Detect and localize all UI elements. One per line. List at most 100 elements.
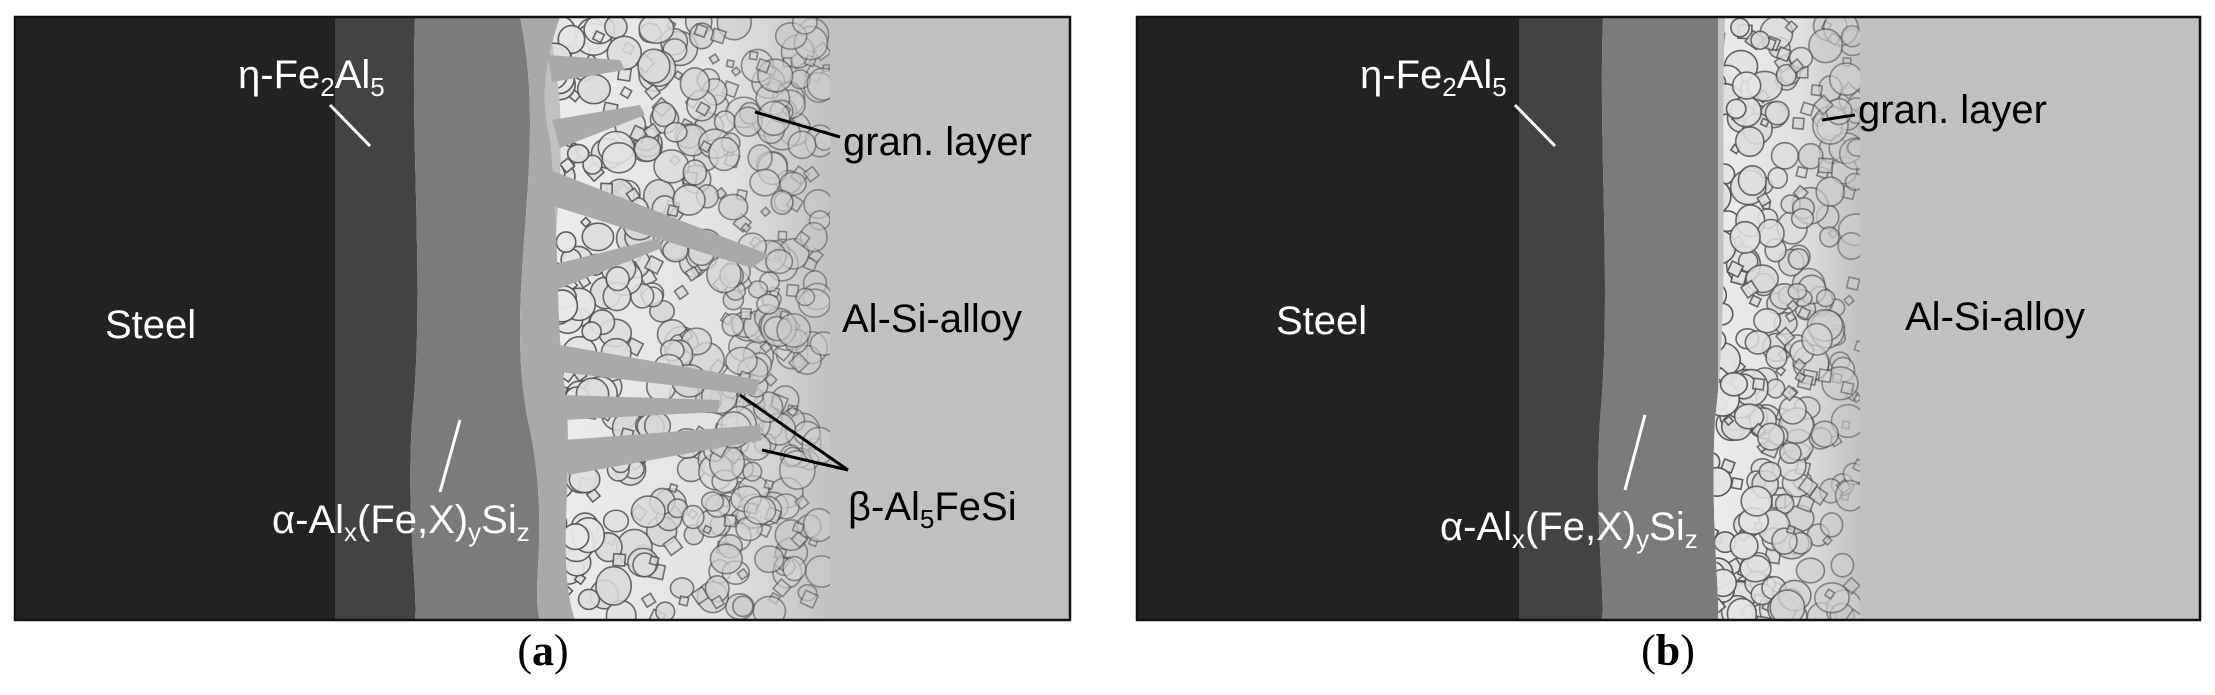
granule xyxy=(1799,101,1815,117)
granule xyxy=(669,577,695,599)
beta-phase-band xyxy=(520,17,575,620)
granule xyxy=(1830,552,1855,578)
granule xyxy=(717,193,749,221)
alpha-main: α-Al xyxy=(1440,505,1512,549)
leader-alpha-b xyxy=(1623,414,1647,491)
alpha-sub3: z xyxy=(517,517,530,547)
granule xyxy=(1791,116,1805,130)
granule xyxy=(802,165,821,183)
granule xyxy=(695,101,711,117)
granule xyxy=(1778,395,1807,425)
granule xyxy=(1729,531,1759,560)
panel-a-border xyxy=(13,15,1072,622)
eta-sub1: 2 xyxy=(1442,72,1456,102)
granule xyxy=(666,204,680,218)
granule xyxy=(752,595,787,620)
alpha-sub2: y xyxy=(468,517,481,547)
granule xyxy=(739,307,752,320)
granule xyxy=(1845,276,1860,291)
granule xyxy=(1713,451,1721,473)
granule xyxy=(1808,28,1844,64)
beta-needle xyxy=(562,395,720,420)
granule xyxy=(579,216,592,229)
granule xyxy=(1726,597,1758,620)
eta-layer xyxy=(335,17,418,620)
eta-main: η-Fe xyxy=(238,53,320,97)
granule xyxy=(644,83,662,101)
granule xyxy=(793,494,810,511)
granule xyxy=(1784,19,1799,34)
alpha-label-a: α-Alx(Fe,X)ySiz xyxy=(272,498,530,547)
steel-region xyxy=(1137,17,1519,620)
granule xyxy=(1770,141,1799,170)
granule xyxy=(1828,62,1860,97)
granule xyxy=(1756,191,1772,208)
caption-b-close: ) xyxy=(1680,626,1695,675)
granule xyxy=(1733,403,1765,430)
granule xyxy=(591,29,606,44)
alpha-si: Si xyxy=(1649,505,1685,549)
granule xyxy=(776,312,812,348)
granule xyxy=(637,48,671,84)
alpha-layer xyxy=(410,17,540,620)
steel-label-a: Steel xyxy=(105,303,196,347)
granule xyxy=(710,594,726,610)
granule xyxy=(700,491,725,512)
granule xyxy=(640,592,657,609)
granule xyxy=(1780,384,1798,402)
beta-needles xyxy=(548,55,770,475)
granule xyxy=(1734,126,1765,158)
alpha-sub1: x xyxy=(344,517,357,547)
granule xyxy=(743,495,777,525)
eta-sub1: 2 xyxy=(320,72,334,102)
granule xyxy=(740,222,752,234)
granule xyxy=(1753,308,1782,334)
granule xyxy=(1812,94,1835,116)
granule xyxy=(582,154,603,175)
granule xyxy=(1795,165,1809,179)
granule xyxy=(655,601,676,620)
granule xyxy=(1767,166,1789,189)
granule xyxy=(747,144,773,172)
beta-needle xyxy=(552,238,662,290)
granule xyxy=(1719,371,1749,397)
granule xyxy=(759,206,772,218)
eta-sub2: 5 xyxy=(370,72,384,102)
granule xyxy=(630,495,666,529)
granule xyxy=(723,514,738,528)
granule xyxy=(1731,71,1762,100)
granule xyxy=(1840,25,1860,48)
beta-needle xyxy=(552,105,645,148)
granule xyxy=(787,351,810,374)
granule xyxy=(625,187,641,203)
granule xyxy=(1758,461,1782,483)
gran-layer-label-b: gran. layer xyxy=(1858,88,2047,132)
granule xyxy=(667,482,679,494)
granule xyxy=(681,504,705,530)
granule xyxy=(555,231,577,254)
granule xyxy=(708,136,741,172)
eta-mid: Al xyxy=(335,53,371,97)
leader-alpha-a xyxy=(438,419,462,493)
granule xyxy=(721,313,745,337)
granule xyxy=(577,588,601,611)
granule xyxy=(581,321,602,342)
steel-region xyxy=(15,17,335,620)
beta-needle xyxy=(548,55,625,82)
granule xyxy=(795,287,816,307)
granule xyxy=(576,73,612,105)
granule xyxy=(708,53,721,65)
granule xyxy=(1792,357,1807,373)
granule xyxy=(1810,420,1839,448)
granule xyxy=(1725,98,1747,120)
granule xyxy=(1787,248,1810,270)
granule xyxy=(581,222,615,252)
granule xyxy=(1775,45,1793,63)
granule xyxy=(672,69,684,81)
granule xyxy=(1810,83,1823,97)
granule xyxy=(786,405,799,418)
granule xyxy=(802,507,830,543)
granule xyxy=(1844,172,1860,191)
alpha-sub1: x xyxy=(1512,524,1525,554)
granule xyxy=(1840,380,1855,396)
